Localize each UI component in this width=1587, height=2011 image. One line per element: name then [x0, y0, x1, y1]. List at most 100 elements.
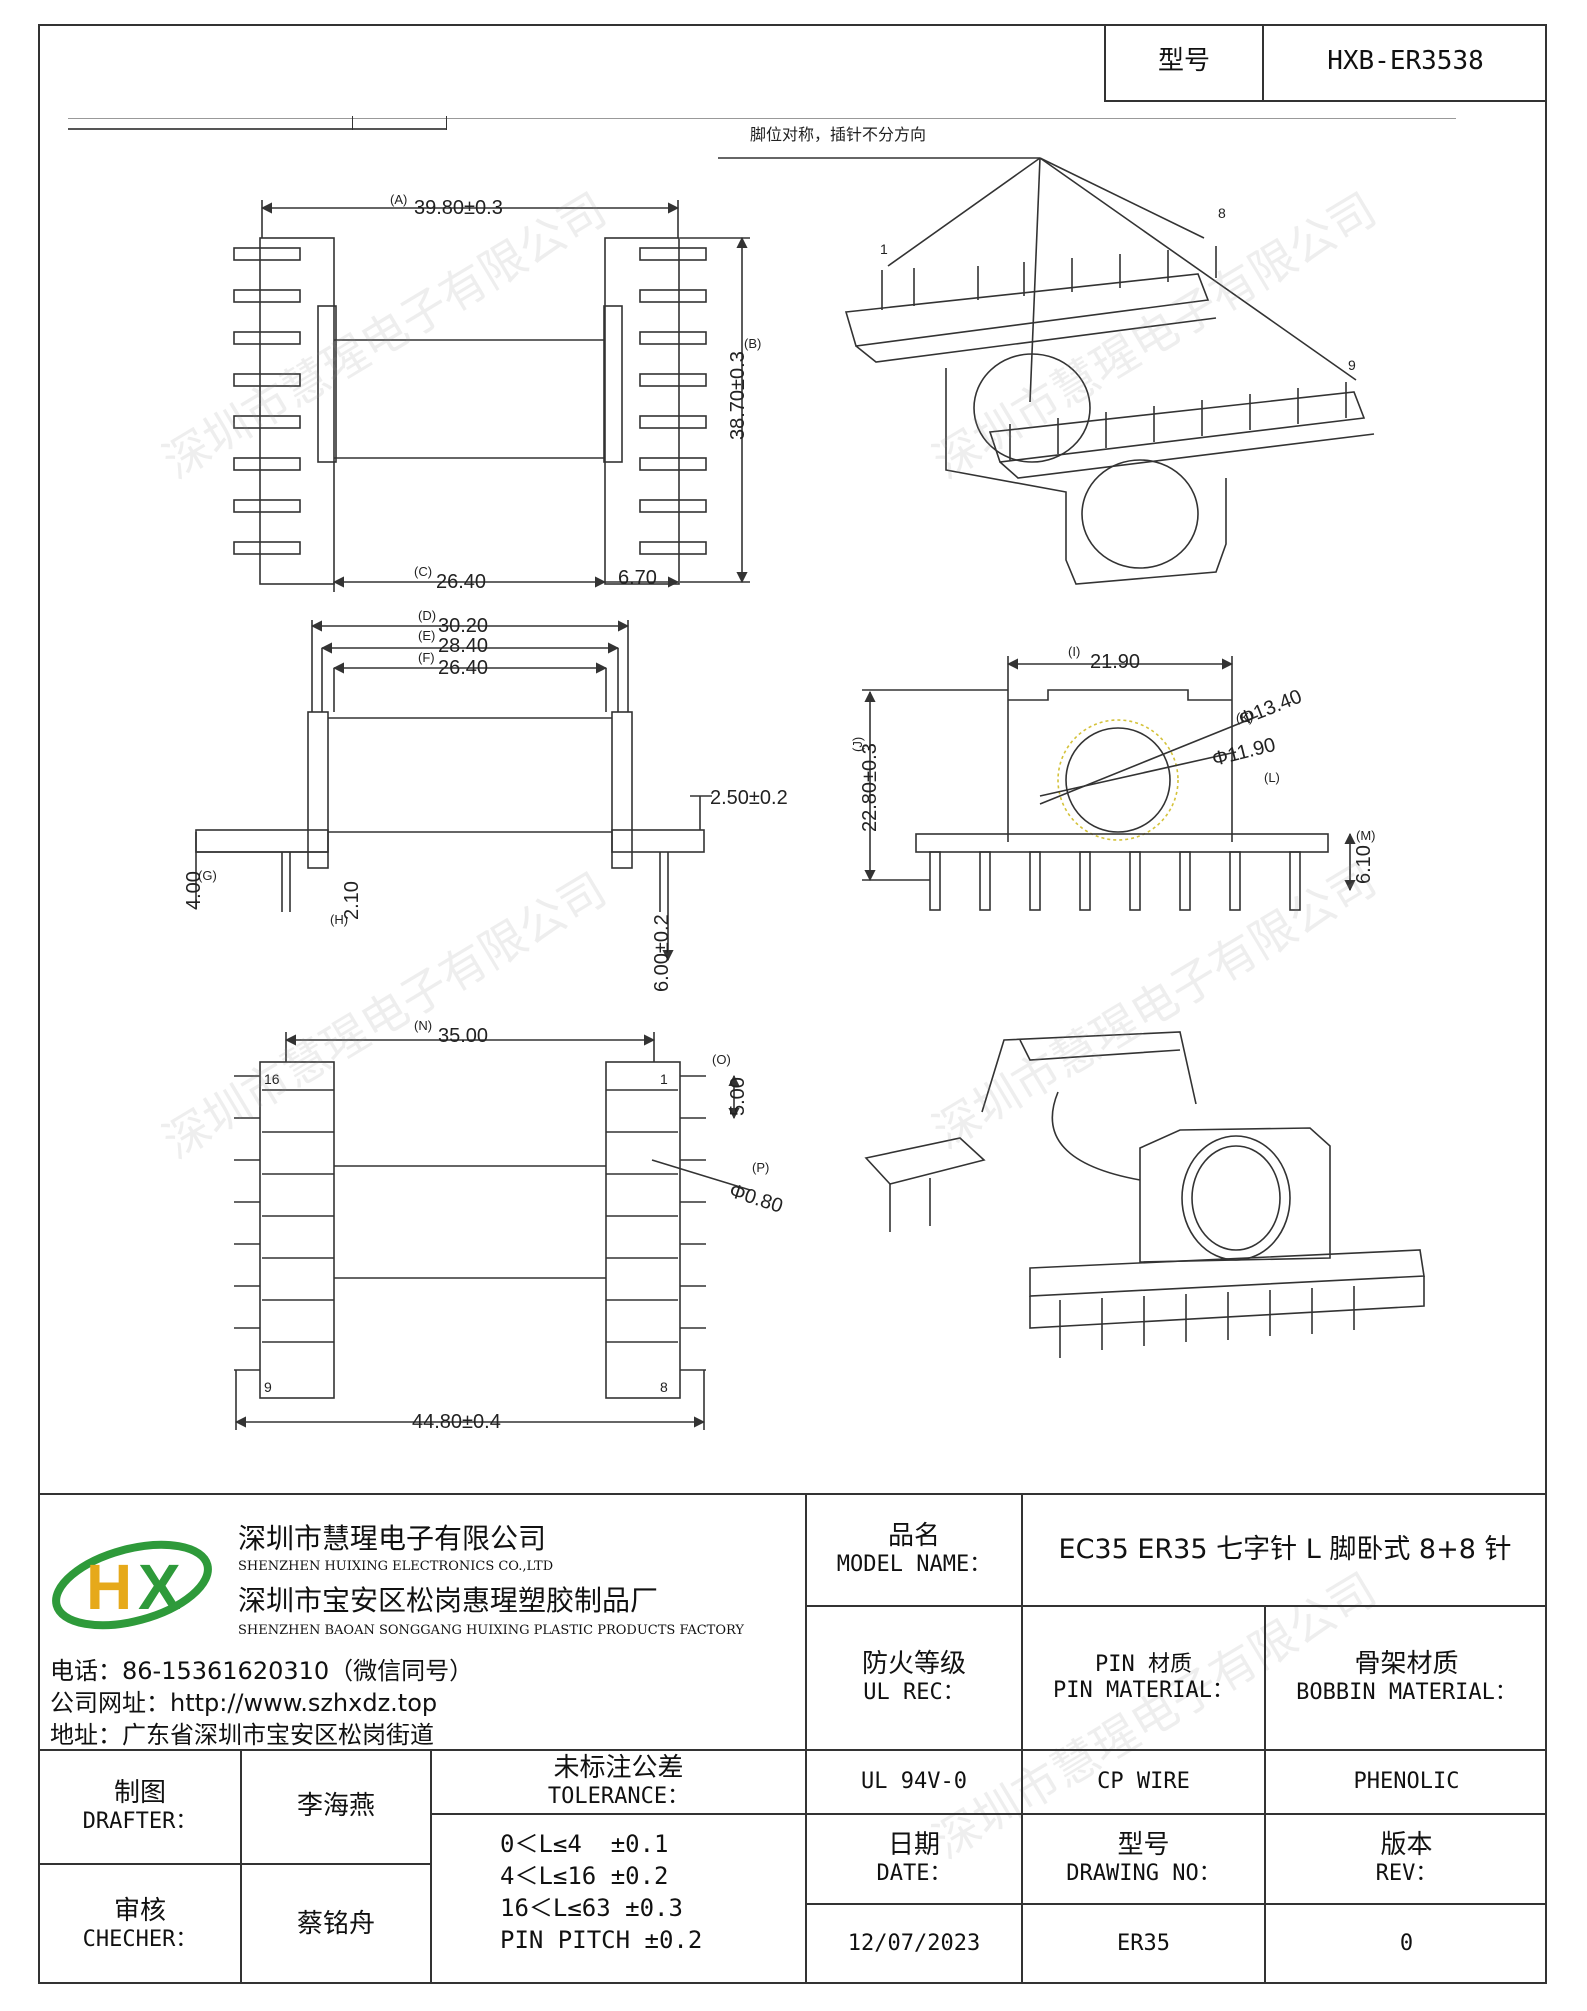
drafter-cn: 制图 [113, 1778, 166, 1809]
model-name-label: 品名 MODEL NAME： [807, 1495, 1021, 1605]
model-name-en: MODEL NAME： [836, 1552, 992, 1578]
tb-h-1903 [805, 1903, 1547, 1905]
model-label: 型号 [1157, 46, 1210, 77]
tolerance-label: 未标注公差 TOLERANCE： [432, 1751, 805, 1813]
company-info: H X 深圳市慧瑆电子有限公司 SHENZHEN HUIXING ELECTRO… [40, 1495, 805, 1749]
dim-o-value: 5.00 [727, 1077, 749, 1116]
pin-1-bottom-label: 1 [660, 1071, 668, 1087]
svg-text:X: X [138, 1551, 181, 1623]
model-value: HXB-ER3538 [1327, 46, 1484, 77]
dim-k-ref: (K) [1236, 710, 1253, 725]
tolerance-row-1: 0＜L≤4 ±0.1 [500, 1830, 669, 1858]
dim-j-value: 22.80±0.3 [859, 743, 881, 832]
tolerance-row-4: PIN PITCH ±0.2 [500, 1926, 703, 1954]
top-tick-1 [352, 116, 353, 130]
pin-9-bottom-label: 9 [264, 1379, 272, 1395]
tolerance-row-3: 16＜L≤63 ±0.3 [500, 1894, 683, 1922]
dim-c2-value: 6.70 [618, 567, 657, 589]
drawing-no-en: DRAWING NO： [1066, 1861, 1221, 1887]
factory-name-en: SHENZHEN BAOAN SONGGANG HUIXING PLASTIC … [238, 1623, 744, 1638]
company-name-cn: 深圳市慧瑆电子有限公司 [238, 1522, 547, 1555]
dim-n-value: 35.00 [438, 1025, 488, 1047]
top-thick-line [68, 128, 446, 130]
drafter-name: 李海燕 [296, 1791, 375, 1822]
drafter-en: DRAFTER： [82, 1809, 198, 1835]
dim-g-ref: (G) [198, 868, 217, 883]
ul-value: UL 94V-0 [861, 1768, 967, 1794]
bobbin-material-cn: 骨架材质 [1354, 1649, 1459, 1680]
dim-n-ref: (N) [414, 1018, 432, 1033]
isometric-view-bottom [864, 1031, 1425, 1358]
tolerance-cn: 未标注公差 [553, 1753, 684, 1784]
dim-k-value: Φ13.40 [1236, 686, 1305, 731]
dim-pin-length: 6.00±0.2 [651, 914, 673, 992]
drawing-no-cn: 型号 [1117, 1830, 1170, 1861]
svg-text:H: H [86, 1551, 132, 1623]
dim-a-ref: (A) [390, 192, 407, 207]
dim-o-ref: (O) [712, 1052, 731, 1067]
tb-h-1813 [430, 1813, 1547, 1815]
pin-material-label: PIN 材质 PIN MATERIAL： [1023, 1607, 1264, 1749]
dim-d-value: 30.20 [438, 615, 488, 637]
rev-label: 版本 REV： [1266, 1815, 1547, 1903]
dim-i-value: 21.90 [1090, 651, 1140, 673]
company-name-en: SHENZHEN HUIXING ELECTRONICS CO.,LTD [238, 1559, 554, 1574]
drawing-no-label: 型号 DRAWING NO： [1023, 1815, 1264, 1903]
date-label: 日期 DATE： [807, 1815, 1021, 1903]
tb-h-1863 [40, 1863, 430, 1865]
dim-width-value: 44.80±0.4 [412, 1411, 501, 1433]
dim-m-value: 6.10 [1353, 845, 1375, 884]
tb-v-1021 [1021, 1495, 1023, 1984]
tb-h-1605 [805, 1605, 1547, 1607]
date-cn: 日期 [887, 1830, 940, 1861]
dim-i-ref: (I) [1068, 644, 1080, 659]
drafter-label: 制图 DRAFTER： [40, 1751, 240, 1863]
pin-8-bottom-label: 8 [660, 1379, 668, 1395]
checker-label: 审核 CHECHER： [40, 1865, 240, 1984]
tb-h-1749 [40, 1749, 1547, 1751]
drawing-no-value: ER35 [1117, 1931, 1170, 1957]
dim-f-value: 26.40 [438, 657, 488, 679]
company-address: 地址：广东省深圳市宝安区松岗街道 [50, 1721, 434, 1749]
tolerance-en: TOLERANCE： [547, 1784, 690, 1810]
checker-cn: 审核 [113, 1895, 166, 1926]
dim-p-ref: (P) [752, 1160, 769, 1175]
factory-name-cn: 深圳市宝安区松岗惠瑆塑胶制品厂 [238, 1584, 659, 1617]
company-logo: H X [52, 1525, 222, 1645]
dim-e-value: 28.40 [438, 635, 488, 657]
pin-material-value: CP WIRE [1097, 1768, 1190, 1794]
tolerance-row-2: 4＜L≤16 ±0.2 [500, 1862, 669, 1890]
pin-material-en: PIN MATERIAL： [1053, 1678, 1234, 1703]
dim-b-ref: (B) [744, 336, 761, 351]
model-label-cell: 型号 [1104, 24, 1262, 102]
logo-icon: H X [52, 1540, 212, 1630]
rev-cn: 版本 [1380, 1830, 1433, 1861]
dim-j-ref: (J) [850, 737, 865, 752]
rev-en: REV： [1375, 1861, 1438, 1887]
company-website: 公司网址：http://www.szhxdz.top [50, 1689, 438, 1717]
checker-name: 蔡铭舟 [296, 1908, 375, 1939]
dim-g-value: 4.00 [183, 871, 205, 910]
pin-note: 脚位对称，插针不分方向 [750, 126, 926, 144]
top-tick-2 [446, 116, 447, 130]
ul-label: 防火等级 UL REC： [807, 1607, 1021, 1749]
tb-v-805 [805, 1495, 807, 1984]
checker-en: CHECHER： [82, 1926, 198, 1952]
top-view [233, 200, 750, 592]
tb-top-line [38, 1493, 1547, 1495]
dim-h-ref: (H) [330, 912, 348, 927]
model-name-value-cell: EC35 ER35 七字针 L 脚卧式 8+8 针 [1023, 1495, 1547, 1605]
date-value: 12/07/2023 [847, 1931, 981, 1957]
bobbin-material-label: 骨架材质 BOBBIN MATERIAL： [1266, 1607, 1547, 1749]
dim-d-ref: (D) [418, 608, 436, 623]
dim-f-ref: (F) [418, 650, 435, 665]
ul-cn: 防火等级 [861, 1649, 966, 1680]
front-view [862, 656, 1356, 911]
drawing-frame [38, 24, 1547, 1984]
company-phone: 电话：86-15361620310（微信同号） [50, 1657, 474, 1685]
tb-v-1264 [1264, 1605, 1266, 1984]
dim-a-value: 39.80±0.3 [414, 197, 503, 219]
tb-v-430 [430, 1749, 432, 1984]
dim-c-value: 26.40 [436, 571, 486, 593]
dim-b-value: 38.70±0.3 [727, 351, 749, 440]
